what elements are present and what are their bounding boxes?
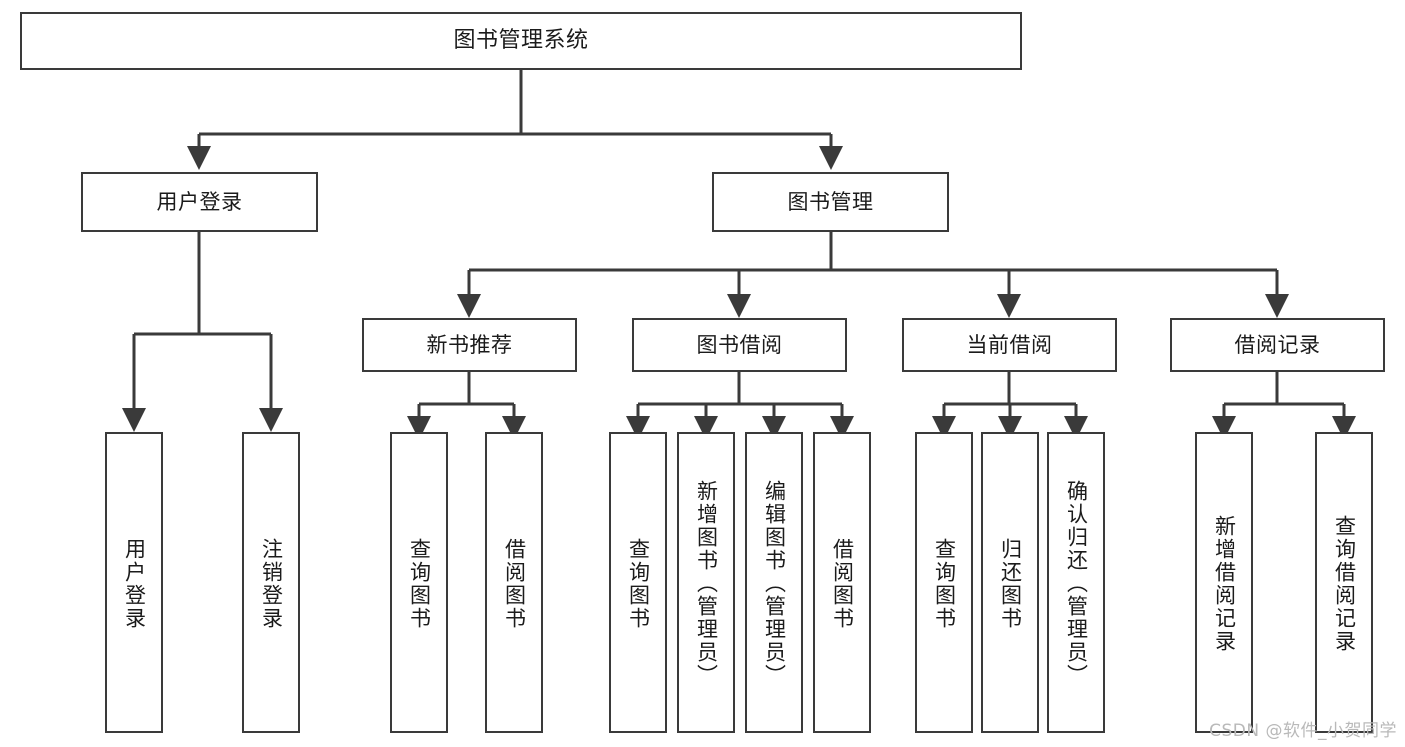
leaf-borrow-record-query-record[interactable]: 查询借阅记录 [1315,432,1373,733]
node-book-borrow[interactable]: 图书借阅 [632,318,847,372]
node-new-book-recommend[interactable]: 新书推荐 [362,318,577,372]
leaf-book-borrow-add-book-admin[interactable]: 新增图书（管理员） [677,432,735,733]
leaf-book-borrow-edit-book-admin[interactable]: 编辑图书（管理员） [745,432,803,733]
node-label: 查询借阅记录 [1332,514,1357,653]
node-label: 编辑图书（管理员） [762,480,787,687]
node-label: 查询图书 [932,537,957,630]
leaf-user-login-logout[interactable]: 注销登录 [242,432,300,733]
leaf-new-book-query-book[interactable]: 查询图书 [390,432,448,733]
node-label: 新增借阅记录 [1212,514,1237,653]
leaf-new-book-borrow-book[interactable]: 借阅图书 [485,432,543,733]
node-label: 用户登录 [156,189,243,214]
node-label: 图书借阅 [696,332,783,357]
leaf-user-login-login[interactable]: 用户登录 [105,432,163,733]
node-label: 用户登录 [122,537,147,630]
leaf-borrow-record-add-record[interactable]: 新增借阅记录 [1195,432,1253,733]
node-user-login[interactable]: 用户登录 [81,172,318,232]
node-label: 借阅记录 [1234,332,1321,357]
leaf-current-borrow-confirm-return-admin[interactable]: 确认归还（管理员） [1047,432,1105,733]
node-label: 确认归还（管理员） [1064,480,1089,687]
node-root-book-management-system[interactable]: 图书管理系统 [20,12,1022,70]
node-current-borrow[interactable]: 当前借阅 [902,318,1117,372]
leaf-current-borrow-return-book[interactable]: 归还图书 [981,432,1039,733]
leaf-book-borrow-borrow-book[interactable]: 借阅图书 [813,432,871,733]
node-book-management[interactable]: 图书管理 [712,172,949,232]
node-label: 归还图书 [998,537,1023,630]
node-label: 当前借阅 [966,332,1053,357]
node-label: 图书管理 [787,189,874,214]
node-label: 图书管理系统 [453,28,589,54]
node-label: 借阅图书 [502,537,527,630]
leaf-current-borrow-query-book[interactable]: 查询图书 [915,432,973,733]
node-borrow-record[interactable]: 借阅记录 [1170,318,1385,372]
node-label: 借阅图书 [830,537,855,630]
watermark-text: CSDN @软件_小贺同学 [1209,721,1397,741]
leaf-book-borrow-query-book[interactable]: 查询图书 [609,432,667,733]
node-label: 查询图书 [407,537,432,630]
node-label: 新增图书（管理员） [694,480,719,687]
node-label: 新书推荐 [426,332,513,357]
node-label: 查询图书 [626,537,651,630]
node-label: 注销登录 [259,537,284,630]
